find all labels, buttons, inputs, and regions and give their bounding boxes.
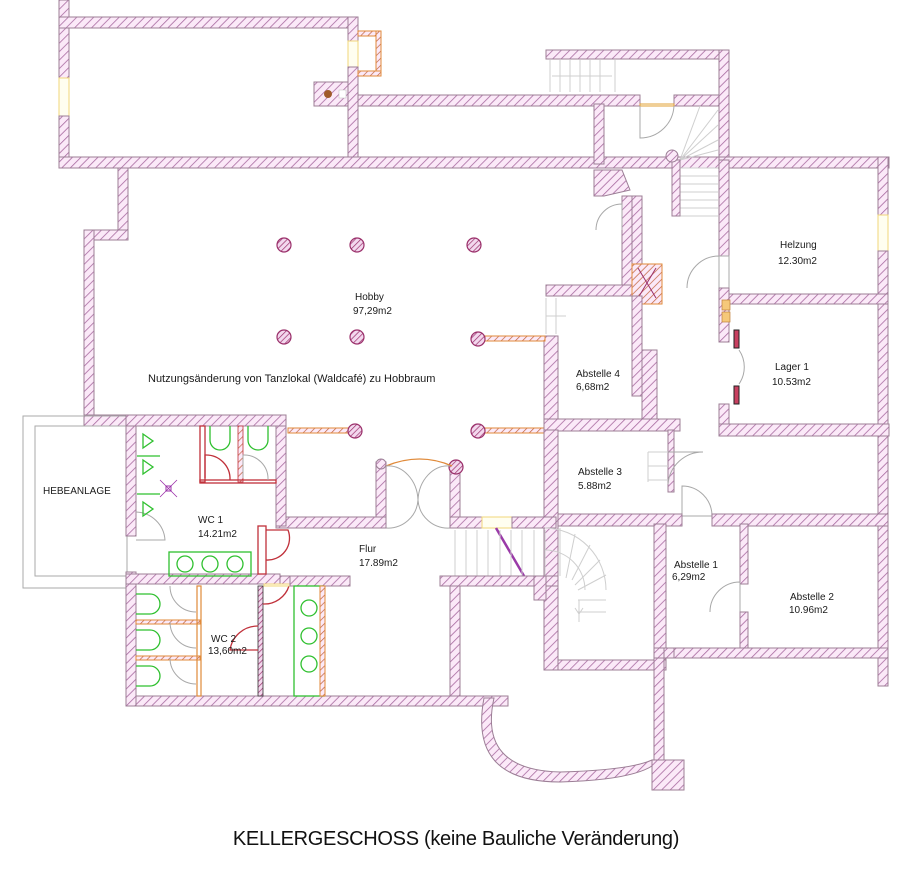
room-label-abstelle1-name: Abstelle 1 [674,560,718,571]
wall-group-abstelle4 [543,195,681,432]
room-label-abstelle2-name: Abstelle 2 [790,592,834,603]
room-label-wc2-name: WC 2 [211,634,236,645]
annotation-text: Nutzungsänderung von Tanzlokal (Waldcafé… [148,373,435,385]
room-label-abstelle1-area: 6,29m2 [672,572,706,583]
wall-group-flur [275,458,607,622]
drawing-title: KELLERGESCHOSS (keine Bauliche Veränderu… [232,828,680,850]
room-label-flur-area: 17.89m2 [359,558,398,569]
wall-group-top-left [58,0,890,169]
ceiling-fixture-icon [159,479,178,498]
wc2-block [135,575,351,697]
room-label-abstelle4-area: 6,68m2 [576,382,610,393]
room-label-hobby-area: 97,29m2 [353,306,392,317]
room-label-wc1-area: 14.21m2 [198,529,237,540]
room-label-abstelle2-area: 10.96m2 [789,605,828,616]
wall-group-bottom [125,575,685,791]
wall-group-right-top [686,156,890,437]
wall-group-upper-mid [357,49,730,217]
room-label-hebeanlage: HEBEANLAGE [43,486,111,497]
room-labels: Hobby 97,29m2 Nutzungsänderung von Tanzl… [43,240,834,657]
wc1-block [125,414,291,707]
room-label-wc2-area: 13,60m2 [208,646,247,657]
room-label-wc1-name: WC 1 [198,515,223,526]
room-label-lager1-name: Lager 1 [775,362,809,373]
room-label-lager1-area: 10.53m2 [772,377,811,388]
columns [276,237,482,345]
room-label-heizung-name: Helzung [780,240,817,251]
room-label-flur-name: Flur [359,544,377,555]
room-label-abstelle3-area: 5.88m2 [578,481,612,492]
room-label-abstelle4-name: Abstelle 4 [576,369,620,380]
hebeanlage-block [22,415,128,589]
room-label-abstelle3-name: Abstelle 3 [578,467,622,478]
room-label-hobby-name: Hobby [355,292,384,303]
room-label-heizung-area: 12.30m2 [778,256,817,267]
